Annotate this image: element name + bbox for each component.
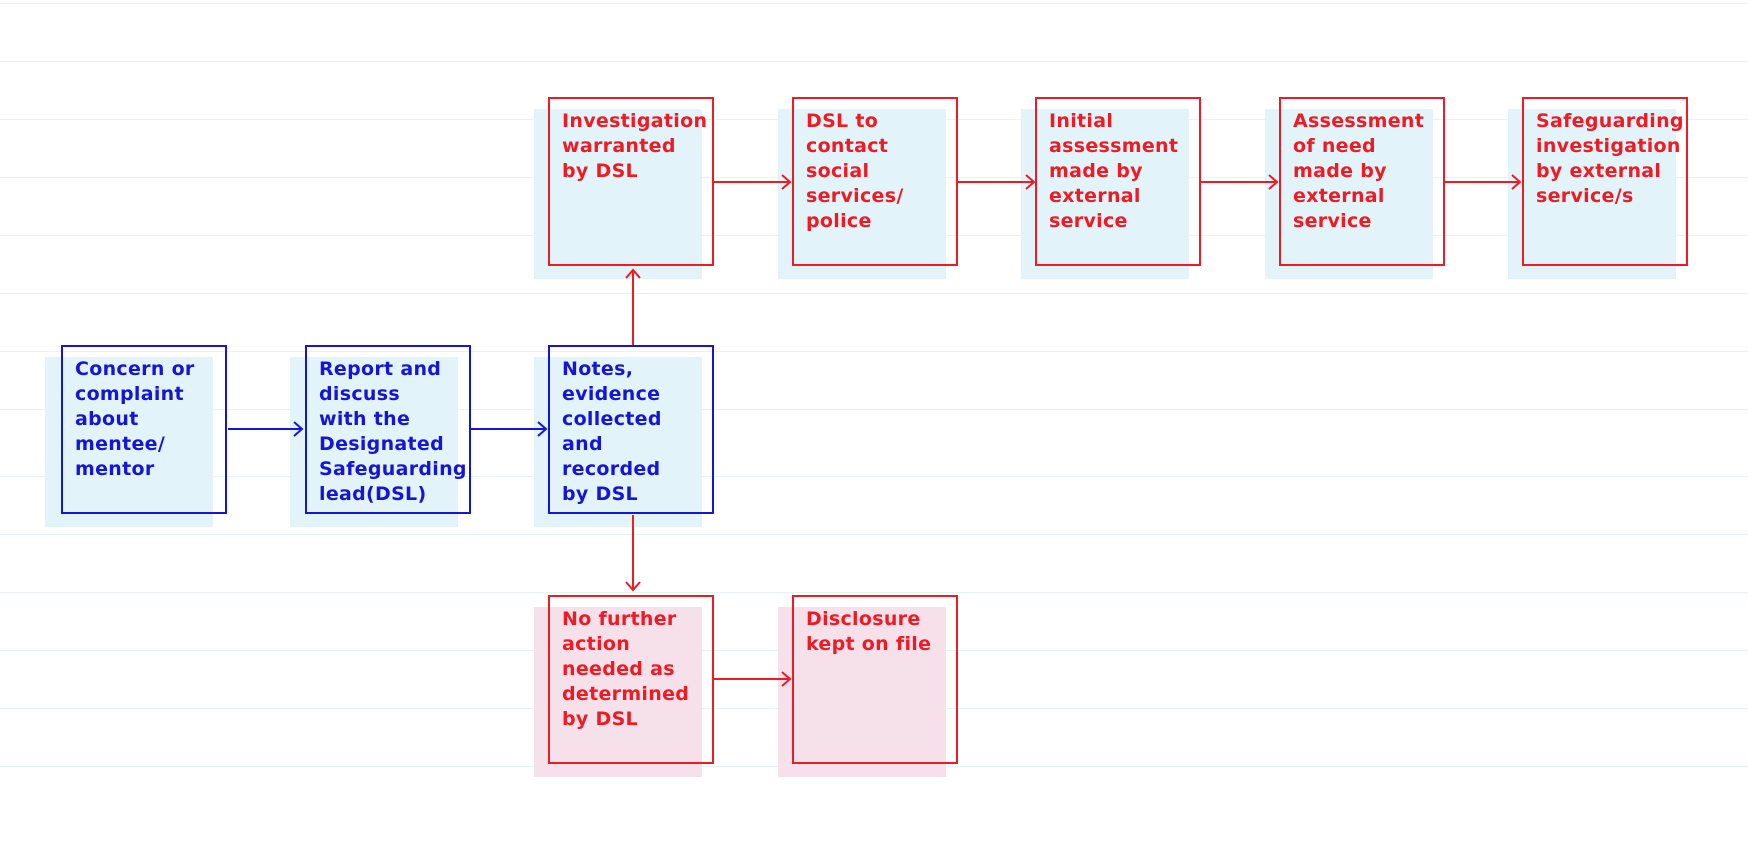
assessment-of-need-box: Assessment of need made by external serv… — [1279, 97, 1445, 266]
contact-services-box: DSL to contact social services/ police — [792, 97, 958, 266]
box-shadow — [534, 607, 702, 777]
investigation-box: Investigation warranted by DSL — [548, 97, 714, 266]
report-box: Report and discuss with the Designated S… — [305, 345, 471, 514]
notes-box: Notes, evidence collected and recorded b… — [548, 345, 714, 514]
disclosure-on-file-box: Disclosure kept on file — [792, 595, 958, 764]
no-further-action-box: No further action needed as determined b… — [548, 595, 714, 764]
box-shadow — [778, 109, 946, 279]
box-shadow — [45, 357, 213, 527]
box-shadow — [534, 357, 702, 527]
initial-assessment-box: Initial assessment made by external serv… — [1035, 97, 1201, 266]
safeguarding-investigation-box: Safeguarding investigation by external s… — [1522, 97, 1688, 266]
box-shadow — [1021, 109, 1189, 279]
box-shadow — [778, 607, 946, 777]
box-shadow — [1508, 109, 1676, 279]
box-shadow — [534, 109, 702, 279]
concern-box: Concern or complaint about mentee/ mento… — [61, 345, 227, 514]
box-shadow — [290, 357, 458, 527]
box-shadow — [1265, 109, 1433, 279]
